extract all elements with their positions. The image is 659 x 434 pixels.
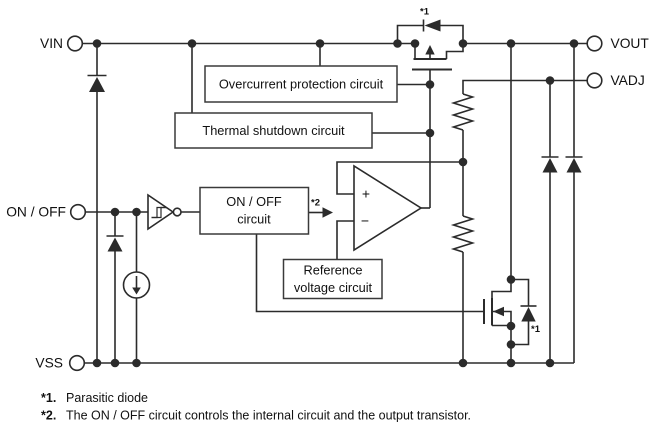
pass-diode-loop-left bbox=[396, 24, 424, 44]
onoff-pin-label: ON / OFF bbox=[6, 205, 66, 220]
junction-dot bbox=[458, 39, 468, 48]
junction-dot bbox=[545, 358, 555, 368]
vin-vss-diode bbox=[87, 74, 107, 92]
junction-dot bbox=[187, 39, 197, 48]
junction-dot bbox=[458, 157, 468, 167]
reference-voltage-block bbox=[282, 258, 383, 300]
junction-dot bbox=[92, 39, 102, 48]
junction-dot bbox=[506, 39, 516, 48]
vout-pin-terminal bbox=[586, 35, 603, 52]
vadj-vss-diode bbox=[541, 156, 559, 173]
schmitt-trigger bbox=[147, 193, 182, 231]
opamp-plus-label: + bbox=[362, 186, 370, 202]
junction-dot bbox=[110, 207, 120, 217]
opamp-minus-label: − bbox=[361, 213, 369, 229]
note1-text: Parasitic diode bbox=[66, 391, 148, 405]
nmos-body-arrow bbox=[493, 306, 504, 317]
star1-label-bottom: *1 bbox=[531, 324, 541, 335]
feedback-tap-wire bbox=[336, 161, 463, 195]
onoff-vss-diode bbox=[106, 235, 124, 252]
junction-dot bbox=[506, 340, 516, 349]
on-off-circuit-label-line1: ON / OFF bbox=[226, 194, 282, 209]
vin-pin-terminal bbox=[66, 35, 84, 52]
junction-dot bbox=[506, 358, 516, 368]
note2-text: The ON / OFF circuit controls the intern… bbox=[66, 409, 471, 423]
junction-dot bbox=[425, 128, 435, 138]
junction-dot bbox=[425, 80, 435, 89]
nmos-gate-wire bbox=[255, 234, 484, 313]
junction-dot bbox=[110, 358, 120, 368]
inverter-bubble bbox=[172, 207, 182, 217]
junction-dot bbox=[569, 39, 579, 48]
on-off-circuit-label-line2: circuit bbox=[237, 212, 271, 227]
junction-dot bbox=[393, 39, 402, 48]
current-source-arrowhead bbox=[132, 287, 141, 295]
nmos-body-lead bbox=[492, 310, 512, 363]
output-transistor-pmos bbox=[412, 45, 452, 71]
discharge-transistor-nmos bbox=[483, 298, 504, 326]
thermal-shutdown-label: Thermal shutdown circuit bbox=[202, 123, 345, 138]
on-off-circuit-block bbox=[199, 186, 310, 235]
thermal-shutdown-block bbox=[174, 112, 373, 149]
diode-triangle bbox=[424, 19, 441, 32]
vss-pin-terminal bbox=[68, 354, 86, 372]
diode-triangle bbox=[542, 158, 558, 173]
pin-terminals bbox=[66, 35, 603, 372]
onoff-pulldown-current-source bbox=[122, 271, 151, 299]
junction-dot bbox=[506, 321, 516, 331]
vadj-pin-label: VADJ bbox=[611, 73, 645, 88]
star2-arrowhead bbox=[322, 207, 333, 218]
pass-diode-loop-right bbox=[440, 24, 464, 44]
overcurrent-protection-label: Overcurrent protection circuit bbox=[219, 77, 384, 92]
junction-dots bbox=[92, 39, 579, 368]
opamp-minus-wire bbox=[336, 220, 354, 260]
opamp-triangle bbox=[353, 164, 423, 252]
vadj-line bbox=[462, 79, 588, 94]
diode-triangle bbox=[89, 77, 105, 92]
junction-dot bbox=[458, 358, 468, 368]
junction-dot bbox=[92, 358, 102, 368]
vss-pin-label: VSS bbox=[35, 356, 63, 371]
nmos-diode-loop-bottom bbox=[511, 321, 530, 346]
junction-dot bbox=[132, 358, 141, 368]
onoff-pin-terminal bbox=[69, 203, 87, 221]
diode-triangle bbox=[107, 237, 123, 252]
feedback-resistor-bottom bbox=[450, 215, 476, 253]
junction-dot bbox=[410, 39, 420, 48]
diode-triangle bbox=[521, 307, 536, 322]
feedback-resistor-top bbox=[450, 93, 476, 131]
pmos-body-arrow bbox=[425, 45, 435, 55]
reference-voltage-label-line2: voltage circuit bbox=[294, 280, 373, 295]
note1-ref: *1. bbox=[41, 391, 56, 405]
star2-label: *2 bbox=[311, 198, 320, 209]
parasitic-diode-bottom bbox=[520, 305, 537, 322]
diode-triangle bbox=[566, 158, 582, 173]
parasitic-diode-top bbox=[422, 19, 441, 32]
wires bbox=[82, 24, 588, 364]
vout-pin-label: VOUT bbox=[611, 36, 650, 51]
vout-vss-diode bbox=[565, 156, 583, 173]
note2-ref: *2. bbox=[41, 409, 56, 423]
hysteresis-icon-2 bbox=[151, 206, 167, 219]
junction-dot bbox=[132, 207, 141, 217]
junction-dot bbox=[315, 39, 325, 48]
nmos-diode-loop-top bbox=[511, 278, 530, 306]
star1-label-top: *1 bbox=[420, 7, 430, 18]
vadj-pin-terminal bbox=[586, 72, 603, 89]
footnotes: *1. Parasitic diode *2. The ON / OFF cir… bbox=[41, 391, 471, 423]
overcurrent-protection-block bbox=[204, 65, 398, 103]
vin-pin-label: VIN bbox=[40, 36, 63, 51]
junction-dot bbox=[545, 76, 555, 85]
reference-voltage-label-line1: Reference bbox=[303, 263, 362, 278]
error-amplifier: + − bbox=[353, 164, 423, 252]
nmos-drain-lead bbox=[491, 279, 512, 298]
junction-dot bbox=[506, 275, 516, 284]
